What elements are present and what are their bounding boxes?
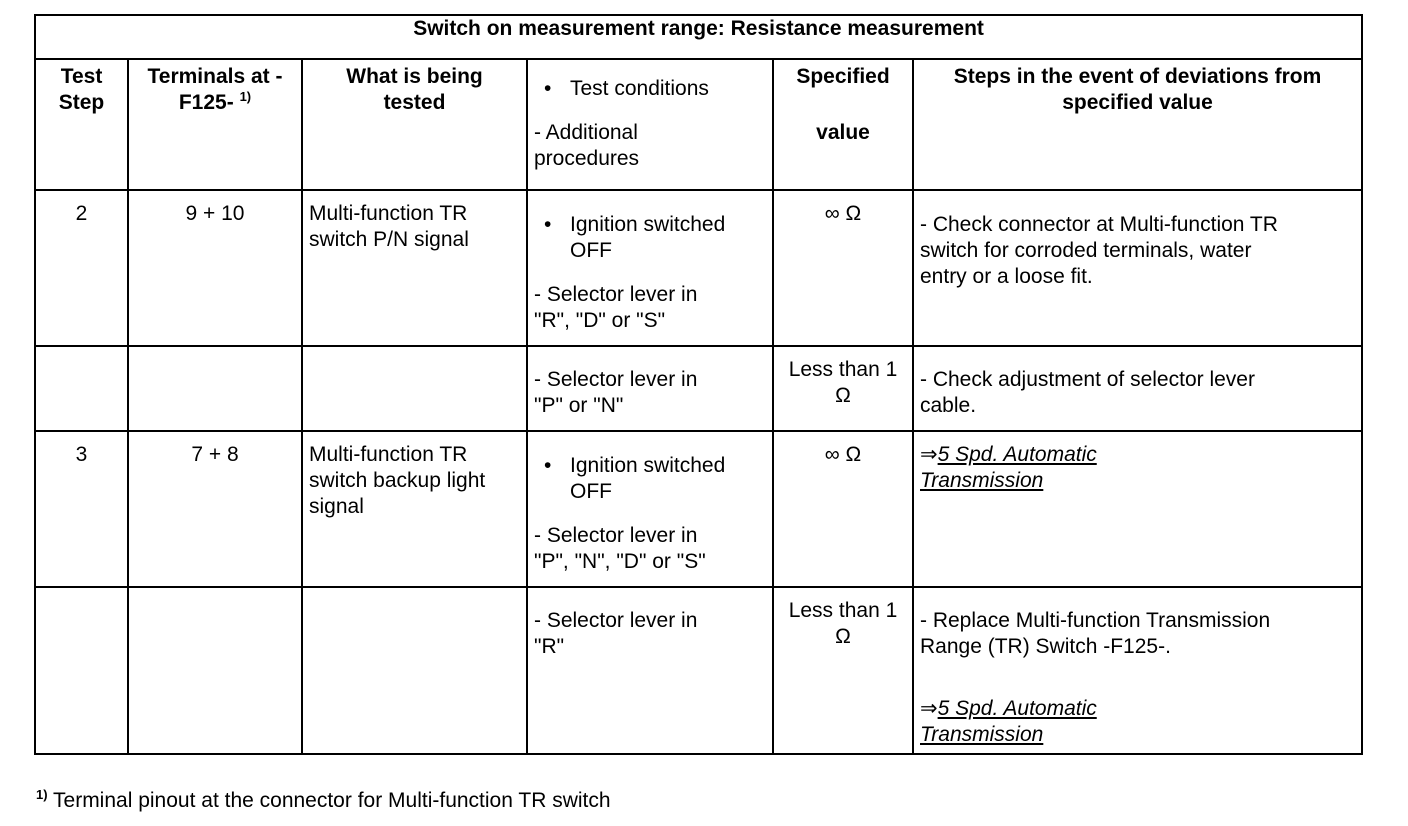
action-cell: - Check connector at Multi-function TR s… [911, 189, 1364, 347]
step-cell: 3 [34, 430, 129, 588]
header-specified-value: Specified value [772, 58, 914, 191]
conditions-cell: Ignition switched OFF - Selector lever i… [526, 430, 774, 588]
transmission-link-line-2[interactable]: Transmission [920, 469, 1044, 492]
terminals-cell: 9 + 10 [127, 189, 303, 347]
footnote-marker: 1) [36, 787, 48, 802]
specified-value-cell: Less than 1 Ω [772, 586, 914, 755]
arrow-right-icon: ⇒ [920, 443, 938, 466]
terminals-cell: 7 + 8 [127, 430, 303, 588]
resistance-measurement-table: Switch on measurement range: Resistance … [33, 14, 1364, 755]
transmission-link[interactable]: ⇒5 Spd. Automatic [920, 443, 1097, 466]
table-row: 2 9 + 10 Multi-function TR switch P/N si… [34, 189, 1364, 347]
table-row: - Selector lever in "R" Less than 1 Ω - … [34, 586, 1364, 755]
arrow-right-icon: ⇒ [920, 697, 938, 720]
conditions-cell: - Selector lever in "P" or "N" [526, 345, 774, 432]
header-test-step: Test Step [34, 58, 129, 191]
header-what-tested: What is being tested [301, 58, 528, 191]
header-terminals: Terminals at - F125- 1) [127, 58, 303, 191]
table-title: Switch on measurement range: Resistance … [33, 14, 1364, 60]
table-row: 3 7 + 8 Multi-function TR switch backup … [34, 430, 1364, 588]
bullet-icon: Ignition switched OFF [534, 453, 766, 505]
header-test-conditions: Test conditions - Additional procedures [526, 58, 774, 191]
action-cell: ⇒5 Spd. Automatic Transmission [911, 430, 1364, 588]
tested-cell: Multi-function TR switch P/N signal [301, 189, 528, 347]
tested-cell: Multi-function TR switch backup light si… [301, 430, 528, 588]
footnote: 1) Terminal pinout at the connector for … [36, 787, 611, 813]
transmission-link-line-2[interactable]: Transmission [920, 723, 1044, 746]
specified-value-cell: ∞ Ω [772, 189, 914, 347]
action-cell: - Check adjustment of selector lever cab… [911, 345, 1364, 432]
conditions-cell: Ignition switched OFF - Selector lever i… [526, 189, 774, 347]
table-row: - Selector lever in "P" or "N" Less than… [34, 345, 1364, 432]
specified-value-cell: ∞ Ω [772, 430, 914, 588]
bullet-icon: Test conditions [534, 76, 766, 102]
footnote-marker: 1) [239, 89, 252, 104]
bullet-icon: Ignition switched OFF [534, 212, 766, 264]
step-cell: 2 [34, 189, 129, 347]
action-cell: - Replace Multi-function Transmission Ra… [911, 586, 1364, 755]
conditions-cell: - Selector lever in "R" [526, 586, 774, 755]
table-header-row: Test Step Terminals at - F125- 1) What i… [34, 58, 1364, 191]
header-steps-deviation: Steps in the event of deviations from sp… [911, 58, 1364, 191]
footnote-text: Terminal pinout at the connector for Mul… [47, 789, 611, 812]
specified-value-cell: Less than 1 Ω [772, 345, 914, 432]
transmission-link[interactable]: ⇒5 Spd. Automatic [920, 697, 1097, 720]
